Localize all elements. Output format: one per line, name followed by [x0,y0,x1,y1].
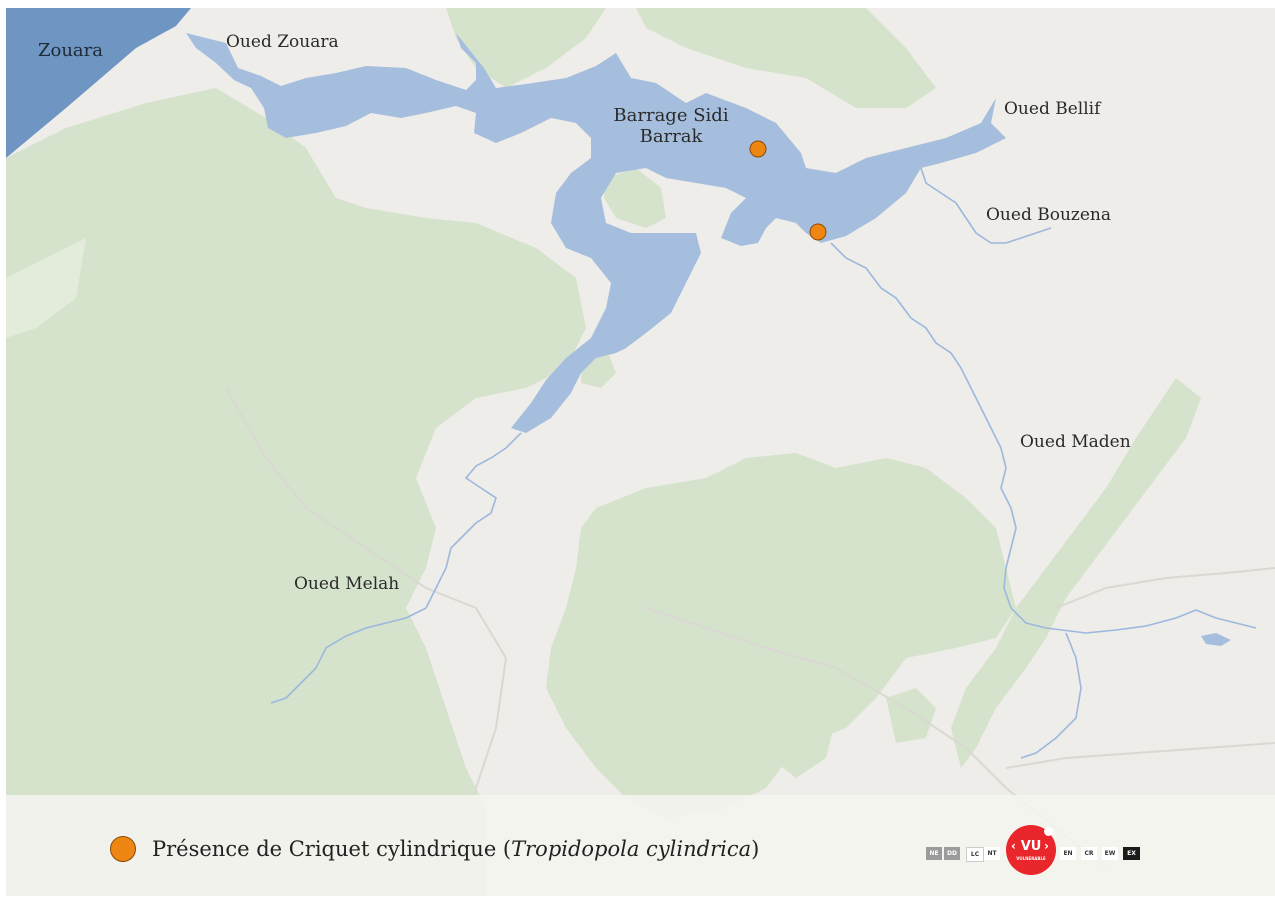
label-zouara: Zouara [38,40,104,61]
iucn-logo-icon [1044,827,1053,836]
forest-areas [6,8,1201,896]
legend-species-name: Tropidopola cylindrica [511,837,752,861]
iucn-category-ex: EX [1123,847,1140,860]
chevron-right-icon: › [1044,839,1049,853]
legend-text-prefix: Présence de Criquet cylindrique ( [152,837,512,861]
legend-text-suffix: ) [751,837,760,861]
iucn-category-lc: LC [966,847,984,862]
label-oued-bouzena: Oued Bouzena [986,205,1112,225]
iucn-category-ew: EW [1102,847,1118,860]
observation-point [809,223,827,241]
observation-point [749,140,767,158]
iucn-status-scale: NE DD LC NT ‹ VU › VULNERABLE EN CR EW E… [926,825,1146,875]
label-oued-melah: Oued Melah [294,574,400,594]
legend-observation-marker [110,836,136,862]
label-barrage-sidi-barrak: Barrage Sidi Barrak [613,105,729,147]
iucn-category-en: EN [1060,847,1076,860]
label-oued-maden: Oued Maden [1020,432,1131,452]
iucn-category-nt: NT [984,847,1000,860]
label-oued-bellif: Oued Bellif [1004,99,1101,119]
map[interactable]: Zouara Oued Zouara Barrage Sidi Barrak O… [6,8,1275,896]
label-oued-zouara: Oued Zouara [226,32,339,52]
iucn-category-ne: NE [926,847,942,860]
legend: Présence de Criquet cylindrique (Tropido… [6,795,1275,896]
sea [6,8,191,158]
small-lake-east [1201,633,1231,646]
chevron-left-icon: ‹ [1011,839,1016,853]
legend-text: Présence de Criquet cylindrique (Tropido… [152,837,759,861]
iucn-category-cr: CR [1081,847,1097,860]
iucn-status-badge: ‹ VU › VULNERABLE [1006,825,1056,875]
iucn-category-dd: DD [944,847,960,860]
rivers [270,167,1257,759]
iucn-status-code: VU [1020,839,1042,854]
lake-sidi-barrak [186,33,1006,433]
iucn-status-label: VULNERABLE [1016,856,1046,861]
